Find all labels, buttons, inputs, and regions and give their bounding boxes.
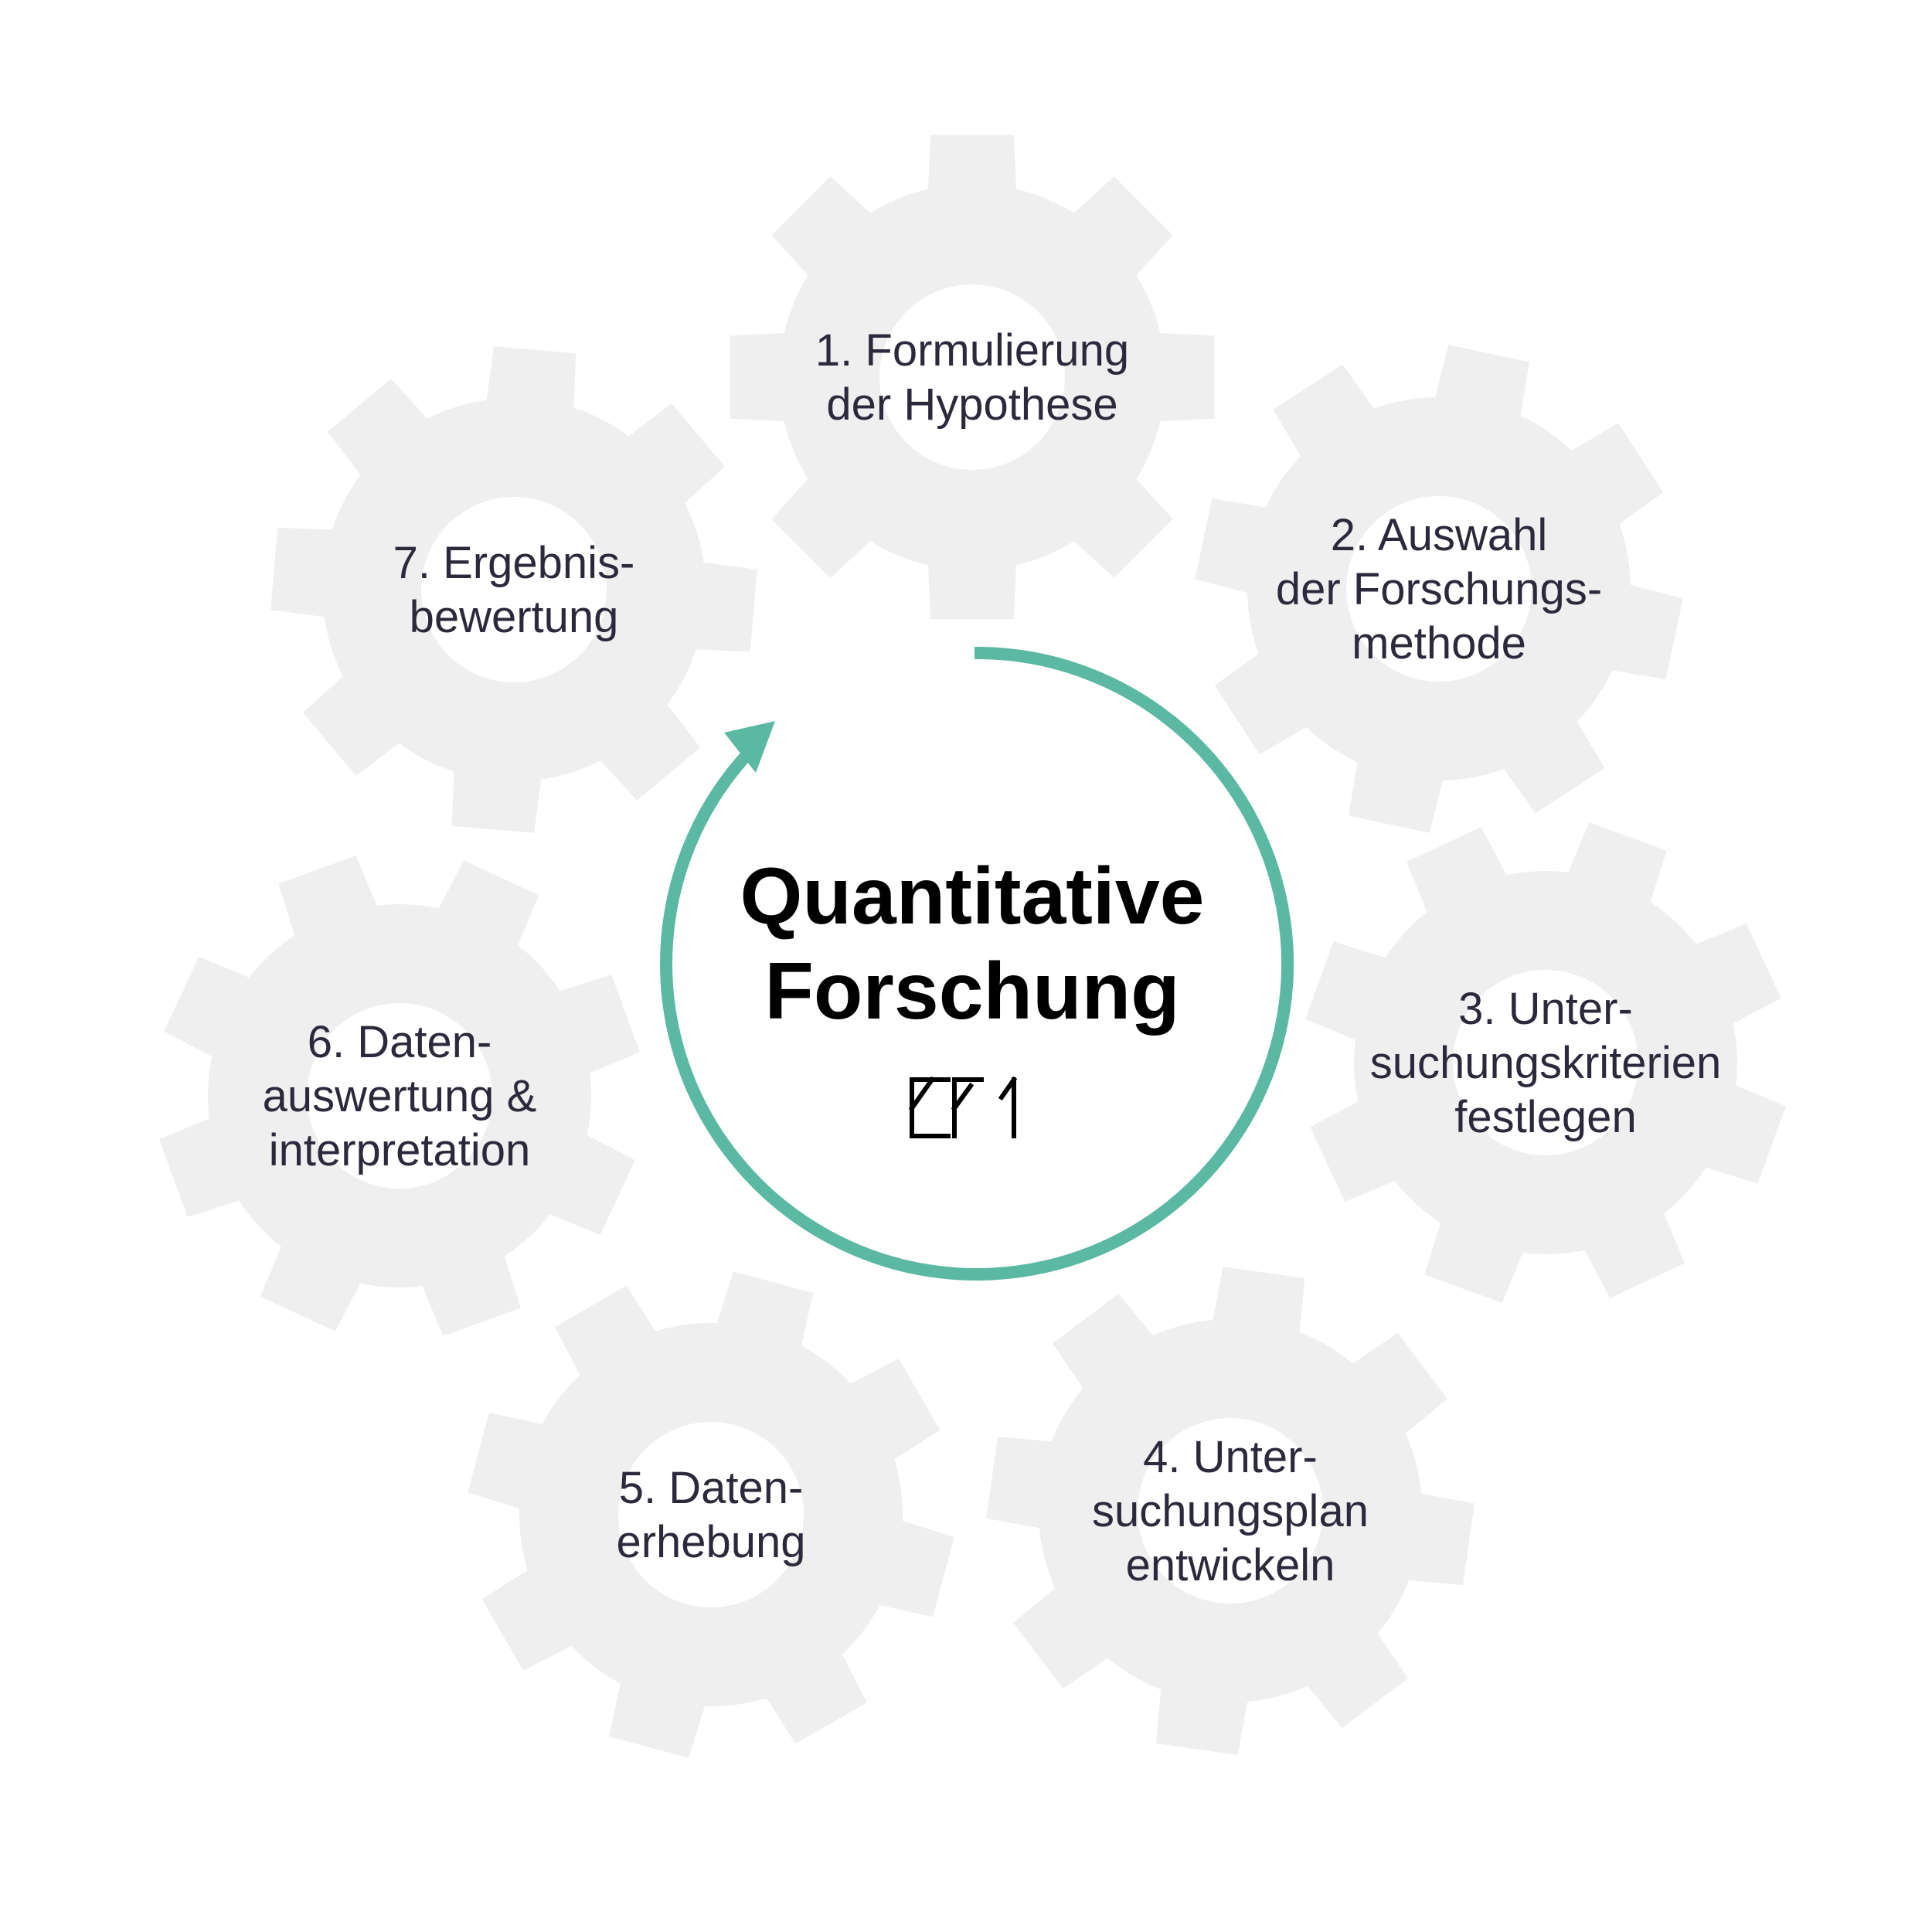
cycle-arrow-arc <box>660 646 1294 1281</box>
cycle-arrow <box>660 646 1294 1281</box>
gear-hole <box>421 497 607 682</box>
step-label-line: suchungskriterien <box>1370 1038 1722 1088</box>
gear-step-4 <box>986 1267 1475 1755</box>
cycle-arrow-head <box>724 721 775 773</box>
step-label-7: 7. Ergebnis-bewertung <box>393 538 635 642</box>
gear-step-7 <box>270 346 757 833</box>
step-label-line: methode <box>1352 618 1526 668</box>
logo-letter-e <box>908 1076 951 1138</box>
step-label-line: interpretation <box>269 1125 531 1175</box>
step-label-6: 6. Daten-auswertung &interpretation <box>263 1017 537 1175</box>
step-label-line: 1. Formulierung <box>815 325 1129 376</box>
logo-digit-1 <box>998 1076 1018 1138</box>
step-label-line: der Hypothese <box>826 379 1117 430</box>
gear-step-2 <box>1195 345 1683 833</box>
center-title: Quantitative Forschung <box>740 852 1205 1036</box>
gear-hole <box>879 284 1065 470</box>
step-label-line: bewertung <box>410 592 619 642</box>
title-line-2: Forschung <box>764 947 1179 1036</box>
step-label-line: auswertung & <box>263 1071 537 1121</box>
gears-layer <box>159 134 1786 1758</box>
gear-step-6 <box>159 855 640 1336</box>
title-line-1: Quantitative <box>740 852 1205 941</box>
step-label-line: 3. Unter- <box>1458 984 1633 1034</box>
gear-step-3 <box>1305 822 1786 1303</box>
step-label-line: entwickeln <box>1126 1540 1335 1590</box>
step-label-line: suchungsplan <box>1092 1486 1369 1536</box>
gear-step-5 <box>468 1271 954 1758</box>
step-label-line: 7. Ergebnis- <box>393 538 635 588</box>
step-label-line: festlegen <box>1454 1092 1636 1142</box>
step-label-line: der Forschungs- <box>1276 564 1602 614</box>
gear-hole <box>307 1003 492 1189</box>
step-label-line: 5. Daten- <box>619 1463 804 1513</box>
gear-hole <box>1138 1418 1323 1604</box>
step-label-5: 5. Daten-erhebung <box>616 1463 805 1567</box>
gear-hole <box>1346 496 1532 682</box>
step-label-line: 6. Daten- <box>308 1017 492 1067</box>
gear-step-1 <box>730 134 1215 620</box>
logo-letter-f <box>951 1077 984 1138</box>
step-label-line: 2. Auswahl <box>1331 510 1548 560</box>
gear-hole <box>1453 970 1638 1155</box>
step-label-line: erhebung <box>616 1517 805 1567</box>
gear-hole <box>618 1422 804 1607</box>
ef1-logo <box>908 1076 1018 1138</box>
step-label-line: 4. Unter- <box>1143 1432 1318 1482</box>
